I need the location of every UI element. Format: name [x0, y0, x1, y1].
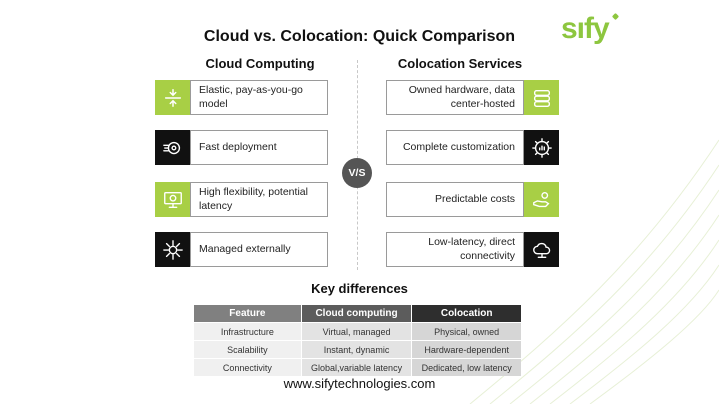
versus-badge: V/S: [342, 158, 372, 188]
colocation-item-costs: Predictable costs: [386, 182, 559, 217]
table-cell: Global,variable latency: [301, 359, 412, 376]
table-cell: Connectivity: [194, 359, 301, 376]
cloud-item-label: Managed externally: [190, 232, 328, 267]
table-row: Connectivity Global,variable latency Ded…: [194, 359, 521, 376]
colocation-item-customization: Complete customization: [386, 130, 559, 165]
cloud-item-label: Fast deployment: [190, 130, 328, 165]
table-cell: Hardware-dependent: [412, 341, 521, 358]
monitor-gear-icon: [155, 182, 190, 217]
server-stack-icon: [524, 80, 559, 115]
page-title: Cloud vs. Colocation: Quick Comparison: [203, 28, 516, 45]
cloud-item-elastic: Elastic, pay-as-you-go model: [155, 80, 328, 115]
colocation-item-connectivity: Low-latency, direct connectivity: [386, 232, 559, 267]
hand-coins-icon: [524, 182, 559, 217]
sify-logo: sıfy: [561, 12, 610, 45]
colocation-item-label: Predictable costs: [386, 182, 524, 217]
colocation-services-heading: Colocation Services: [397, 56, 523, 71]
table-row: Scalability Instant, dynamic Hardware-de…: [194, 341, 521, 358]
column-header-feature: Feature: [194, 305, 301, 322]
table-header-row: Feature Cloud computing Colocation: [194, 305, 521, 322]
colocation-item-label: Owned hardware, data center-hosted: [386, 80, 524, 115]
cloud-item-fast-deployment: Fast deployment: [155, 130, 328, 165]
table-row: Infrastructure Virtual, managed Physical…: [194, 323, 521, 340]
elastic-scale-icon: [155, 80, 190, 115]
column-header-cloud: Cloud computing: [301, 305, 412, 322]
table-cell: Instant, dynamic: [301, 341, 412, 358]
table-cell: Scalability: [194, 341, 301, 358]
table-cell: Dedicated, low latency: [412, 359, 521, 376]
column-header-colocation: Colocation: [412, 305, 521, 322]
key-differences-table: Feature Cloud computing Colocation Infra…: [193, 304, 522, 377]
table-cell: Physical, owned: [412, 323, 521, 340]
cloud-item-label: High flexibility, potential latency: [190, 182, 328, 217]
logo-accent-mark: [611, 12, 620, 21]
cloud-item-label: Elastic, pay-as-you-go model: [190, 80, 328, 115]
cloud-computing-heading: Cloud Computing: [205, 56, 315, 71]
website-link[interactable]: www.sifytechnologies.com: [283, 376, 436, 391]
colocation-item-hardware: Owned hardware, data center-hosted: [386, 80, 559, 115]
gear-chart-icon: [524, 130, 559, 165]
table-cell: Infrastructure: [194, 323, 301, 340]
cloud-item-managed: Managed externally: [155, 232, 328, 267]
colocation-item-label: Low-latency, direct connectivity: [386, 232, 524, 267]
gear-speed-icon: [155, 130, 190, 165]
network-gear-icon: [155, 232, 190, 267]
colocation-item-label: Complete customization: [386, 130, 524, 165]
table-cell: Virtual, managed: [301, 323, 412, 340]
key-differences-heading: Key differences: [311, 281, 408, 296]
cloud-connect-icon: [524, 232, 559, 267]
cloud-item-flexibility: High flexibility, potential latency: [155, 182, 328, 217]
